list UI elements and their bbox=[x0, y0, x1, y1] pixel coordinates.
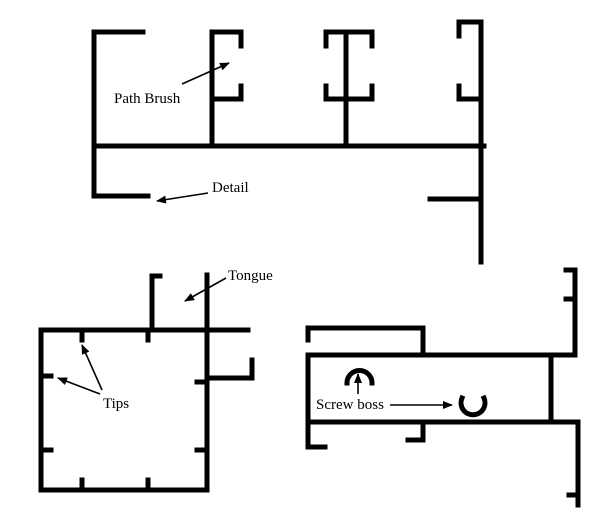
label-path-brush: Path Brush bbox=[114, 91, 181, 107]
top-profile bbox=[91, 19, 487, 265]
top-stem-2-lower-cap bbox=[323, 83, 375, 102]
annotation-arrows bbox=[57, 62, 453, 409]
top-left-bracket bbox=[91, 29, 151, 199]
screw-boss-profile bbox=[305, 267, 581, 508]
br-upper-left-cap bbox=[305, 325, 426, 358]
top-right-upper-cap bbox=[456, 19, 484, 39]
br-lower-left-cap bbox=[305, 407, 328, 450]
box-outline bbox=[38, 327, 210, 493]
label-tongue: Tongue bbox=[228, 268, 273, 284]
label-tips: Tips bbox=[103, 396, 129, 412]
label-screw-boss: Screw boss bbox=[316, 397, 384, 413]
top-stem-1-lower-cap bbox=[209, 83, 244, 102]
screw-boss-lower bbox=[458, 394, 488, 418]
annotation-labels: Path Brush Detail Tongue Tips Screw boss bbox=[103, 91, 384, 413]
box-right-hook bbox=[204, 357, 255, 381]
screw-boss-upper bbox=[344, 368, 375, 386]
tips-arrow-1 bbox=[81, 344, 103, 391]
box-profile bbox=[38, 272, 255, 493]
top-right-lower-cap bbox=[456, 83, 484, 102]
tongue-arrow bbox=[184, 277, 227, 302]
tips-arrow-2 bbox=[57, 377, 101, 395]
br-lower-inner-hook bbox=[405, 419, 426, 443]
top-stem-1-upper-cap bbox=[209, 29, 244, 49]
path-brush-arrow bbox=[181, 62, 230, 85]
br-channel bbox=[305, 352, 554, 425]
top-stem-2-upper-cap bbox=[323, 29, 375, 49]
detail-arrow bbox=[156, 192, 209, 204]
label-detail: Detail bbox=[212, 180, 249, 196]
tongue-slot bbox=[149, 273, 163, 333]
